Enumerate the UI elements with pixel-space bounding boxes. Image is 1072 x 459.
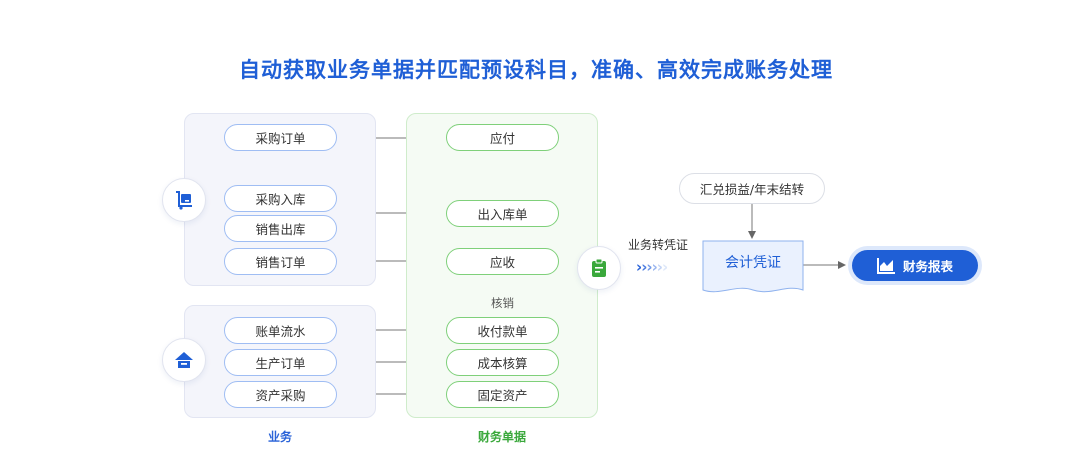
transfer-label: 业务转凭证 xyxy=(628,238,689,252)
house-icon xyxy=(162,338,206,382)
financial-report-button[interactable]: 财务报表 xyxy=(852,250,978,281)
finance-item-receivable: 应收 xyxy=(446,248,559,275)
voucher-document-shape xyxy=(702,240,804,293)
business-item-sales-order: 销售订单 xyxy=(224,248,337,275)
finance-item-stock-document: 出入库单 xyxy=(446,200,559,227)
business-item-asset-purchase: 资产采购 xyxy=(224,381,337,408)
business-caption: 业务 xyxy=(267,430,292,444)
clipboard-icon xyxy=(577,246,621,290)
business-item-sales-outbound: 销售出库 xyxy=(224,215,337,242)
report-label: 财务报表 xyxy=(902,259,953,274)
verify-label: 核销 xyxy=(491,296,514,310)
business-item-bank-statement: 账单流水 xyxy=(224,317,337,344)
chevron-right-icon: ›››››› xyxy=(636,258,668,276)
finance-item-fixed-asset: 固定资产 xyxy=(446,381,559,408)
business-item-purchase-order: 采购订单 xyxy=(224,124,337,151)
summary-box: 汇兑损益/年末结转 xyxy=(679,173,825,204)
voucher-label: 会计凭证 xyxy=(725,255,781,271)
finance-item-payable: 应付 xyxy=(446,124,559,151)
finance-caption: 财务单据 xyxy=(477,430,526,444)
business-item-production-order: 生产订单 xyxy=(224,349,337,376)
finance-item-payment-receipt: 收付款单 xyxy=(446,317,559,344)
chart-icon xyxy=(876,257,895,274)
business-item-purchase-inbound: 采购入库 xyxy=(224,185,337,212)
page-title: 自动获取业务单据并匹配预设科目，准确、高效完成账务处理 xyxy=(239,58,833,82)
cart-icon xyxy=(162,178,206,222)
finance-item-cost-accounting: 成本核算 xyxy=(446,349,559,376)
